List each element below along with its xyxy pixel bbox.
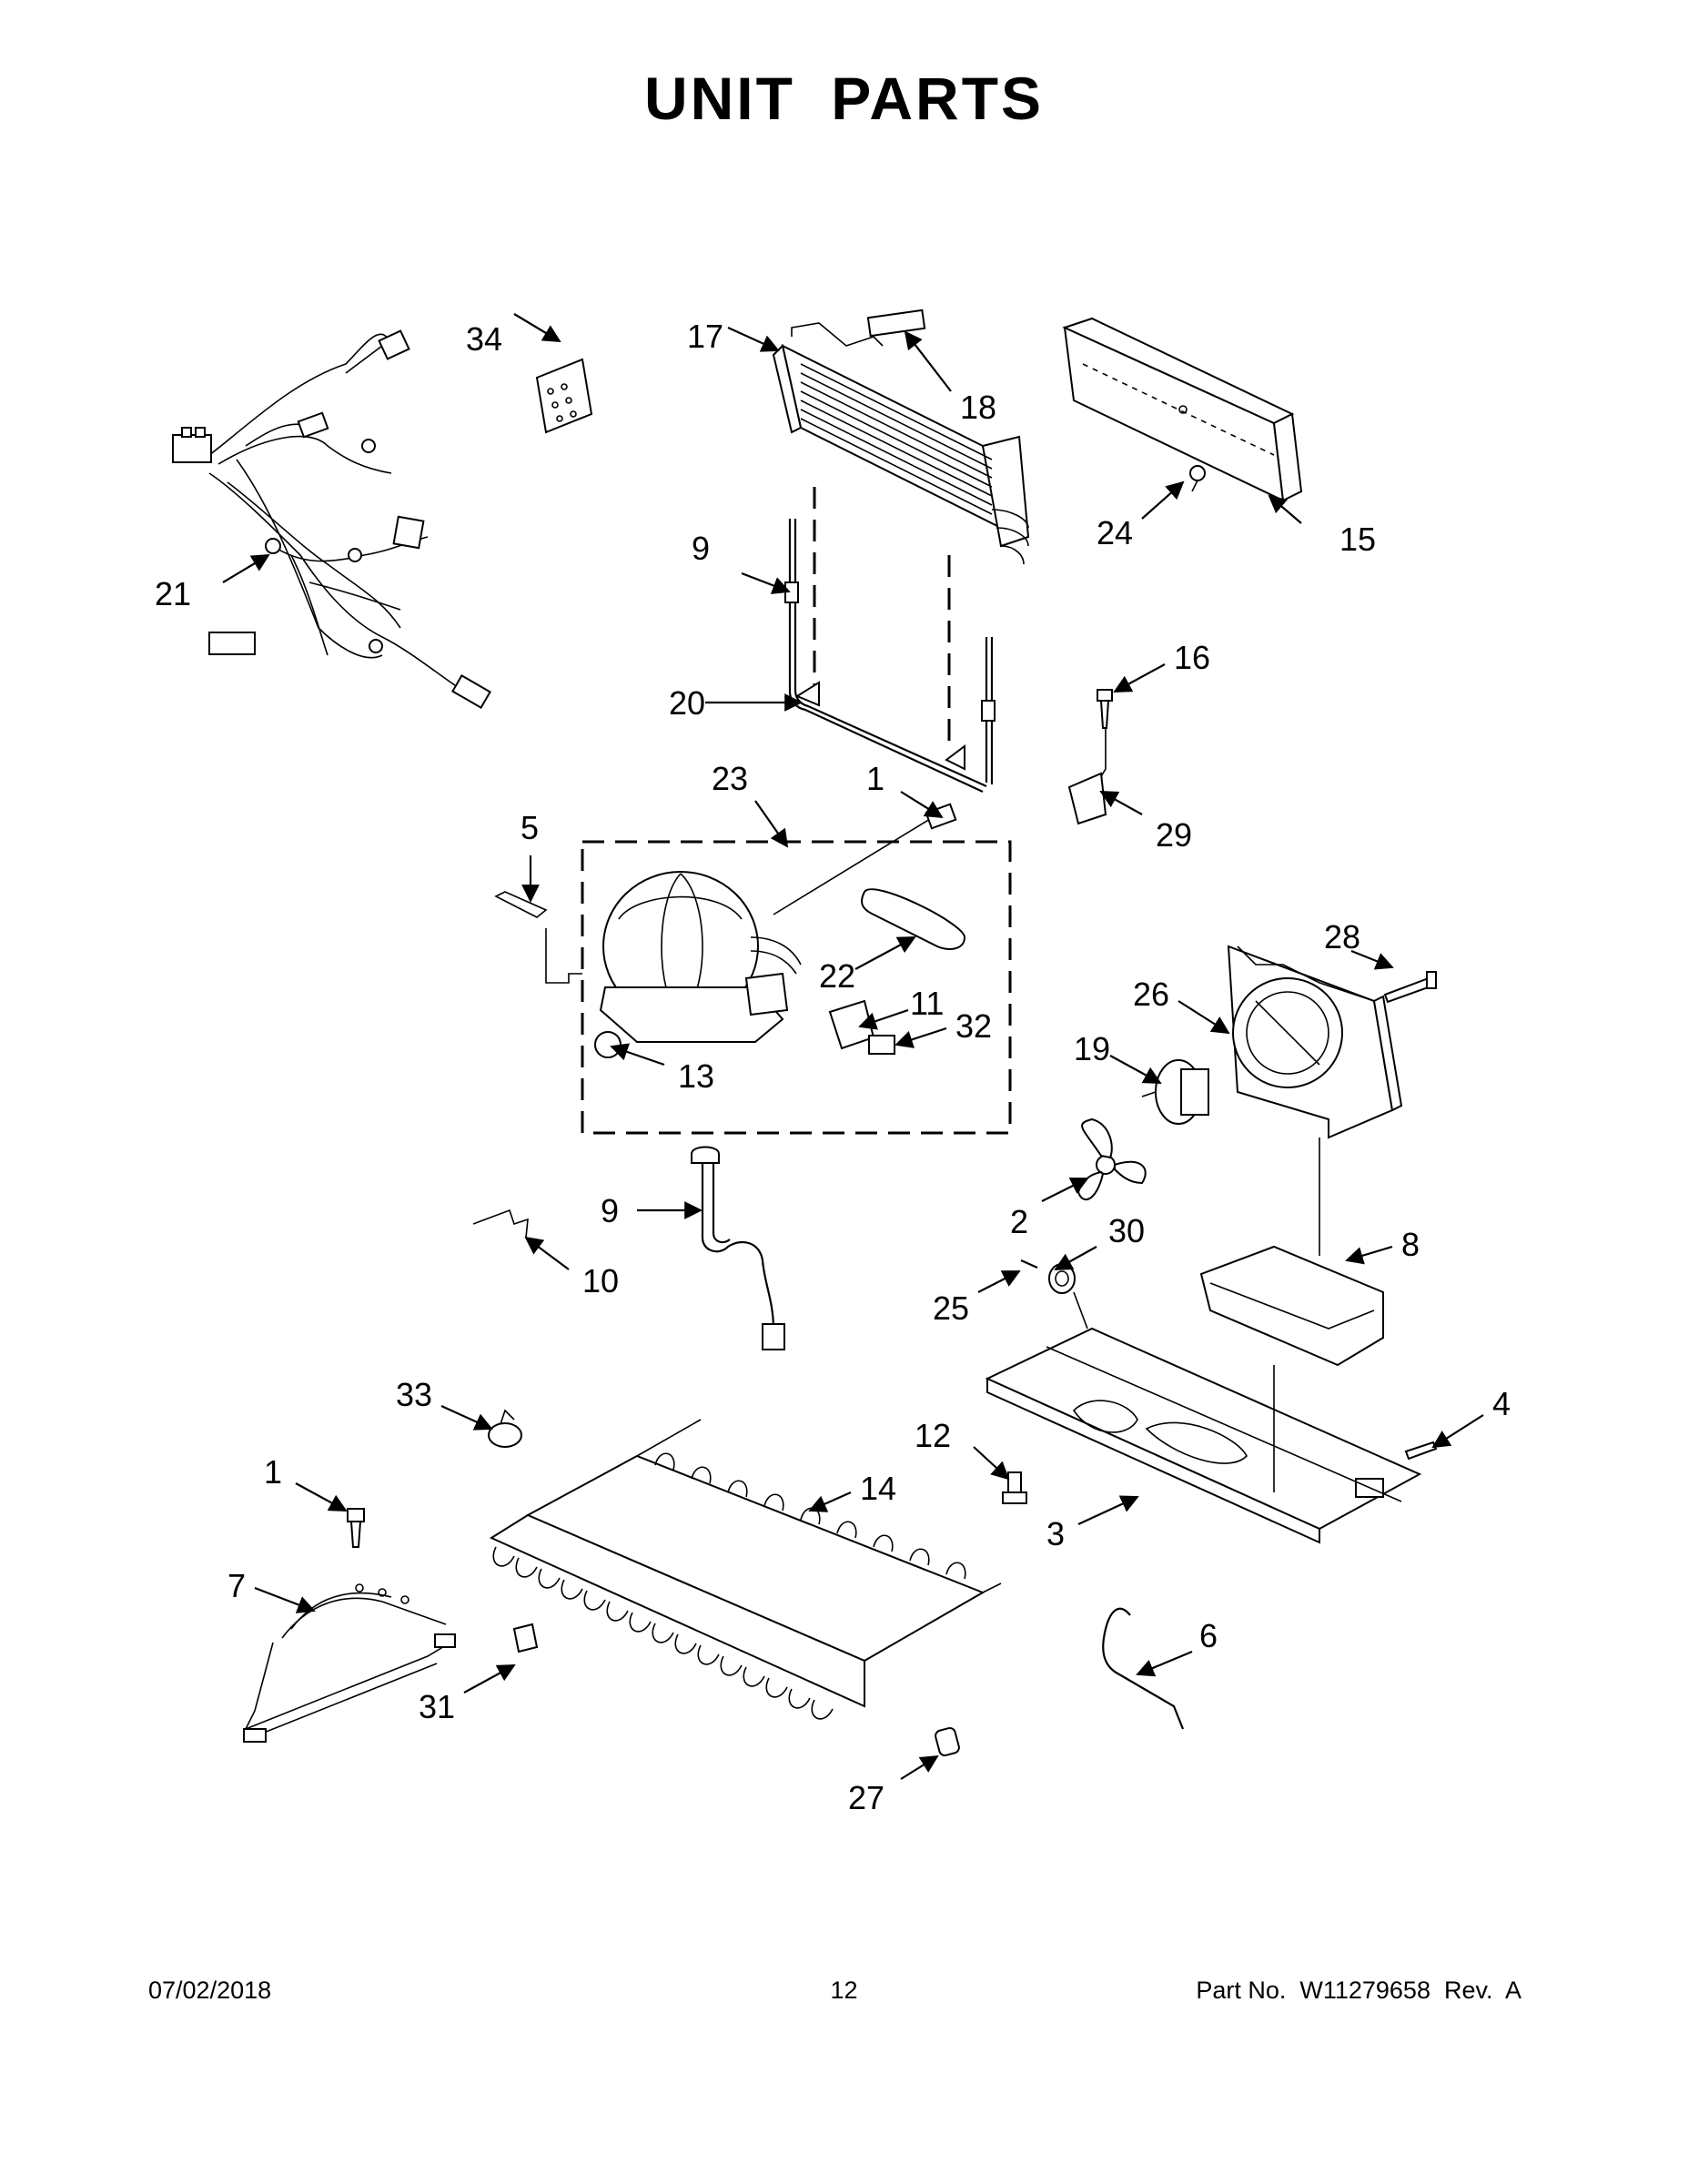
screw-29-illustration — [1383, 971, 1437, 1004]
drain-tube-illustration — [691, 1146, 785, 1350]
page-title: UNIT PARTS — [643, 65, 1045, 132]
callout-1-upper: 1 — [866, 760, 884, 797]
control-board-illustration — [535, 358, 593, 434]
wire-6-illustration — [1102, 1607, 1185, 1730]
callout-9: 9 — [601, 1192, 619, 1229]
grommet-illustration — [1020, 1259, 1088, 1330]
wire-harness-illustration — [172, 329, 491, 710]
defrost-heater-illustration — [784, 519, 996, 793]
callout-25: 24 — [1097, 514, 1133, 551]
callout-19: 18 — [960, 389, 996, 426]
callout-32: 31 — [419, 1688, 455, 1725]
cover-bracket-illustration — [1062, 317, 1303, 502]
mounting-bracket-illustration — [1199, 1138, 1384, 1367]
callout-8: 8 — [1401, 1226, 1420, 1263]
callout-26: 25 — [933, 1289, 969, 1327]
footer-date: 07/02/2018 — [148, 1977, 272, 2004]
footer-page-number: 12 — [830, 1977, 858, 2004]
callout-11: 10 — [582, 1262, 619, 1299]
callout-17: 16 — [1174, 639, 1210, 676]
callout-12: 11 — [910, 985, 944, 1022]
callout-28: 27 — [848, 1779, 884, 1816]
callout-20: 19 — [1074, 1030, 1110, 1067]
callout-7: 7 — [227, 1567, 246, 1604]
fitting-28-illustration — [935, 1726, 960, 1757]
screw-25-illustration — [1189, 465, 1206, 492]
condenser-illustration — [489, 1419, 1002, 1720]
callout-24: 23 — [712, 760, 748, 797]
callout-30: 29 — [1156, 816, 1192, 854]
screw-4-illustration — [1404, 1441, 1438, 1461]
compressor-assembly-illustration — [494, 803, 1012, 1135]
fan-blade-illustration — [1076, 1117, 1147, 1201]
callout-35: 34 — [466, 320, 502, 358]
thermostat-clip-illustration — [1067, 689, 1113, 825]
callout-31: 30 — [1108, 1212, 1145, 1249]
callout-16: 15 — [1339, 521, 1376, 558]
callout-1-lower-visible: 1 — [264, 1453, 282, 1491]
evaporator-illustration — [772, 308, 1030, 751]
fan-motor-illustration — [1141, 1059, 1209, 1125]
callout-4: 4 — [1492, 1385, 1511, 1422]
callout-18: 17 — [687, 318, 723, 355]
fitting-34-illustration — [488, 1409, 522, 1448]
callout-6: 6 — [1199, 1617, 1218, 1654]
callout-5: 5 — [521, 809, 539, 846]
callout-33: 32 — [955, 1007, 992, 1045]
footer-part-number: Part No. W11279658 Rev. A — [1196, 1977, 1521, 2004]
callout-2: 2 — [1010, 1203, 1028, 1240]
callout-29: 28 — [1324, 918, 1360, 956]
callout-10: 9 — [692, 530, 710, 567]
callout-13: 12 — [915, 1417, 951, 1454]
callout-23: 22 — [819, 957, 855, 995]
callout-22: 21 — [155, 575, 191, 612]
harness-7-illustration — [243, 1508, 456, 1743]
clip-11-illustration — [472, 1208, 529, 1239]
base-pan-illustration — [985, 1327, 1422, 1544]
callout-3: 3 — [1046, 1515, 1065, 1552]
callout-34: 33 — [396, 1376, 432, 1413]
fan-shroud-illustration — [1227, 945, 1403, 1139]
callout-21: 20 — [669, 684, 705, 722]
callout-labels: 34 17 18 15 24 9 21 16 20 29 1 23 5 28 2… — [155, 318, 1511, 1816]
callout-27: 26 — [1133, 976, 1169, 1013]
screw-13-illustration — [1002, 1471, 1027, 1504]
callout-14: 13 — [678, 1057, 714, 1095]
callout-leaders — [222, 313, 1484, 1780]
clip-32-illustration — [512, 1623, 539, 1653]
callout-15: 14 — [860, 1470, 896, 1507]
